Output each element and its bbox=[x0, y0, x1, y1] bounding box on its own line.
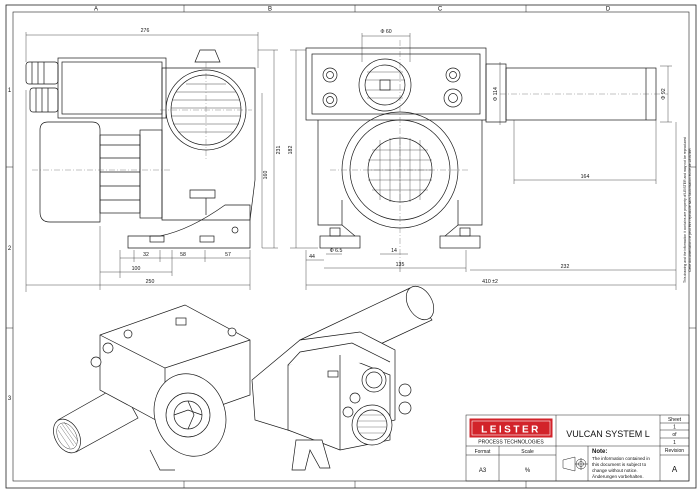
copyright-note-1: This drawing and the information it cont… bbox=[683, 137, 687, 283]
dim-dia-6-5: Φ 6.5 bbox=[330, 248, 343, 254]
side-view bbox=[25, 49, 256, 249]
front-dim-lines bbox=[290, 33, 677, 290]
dim-135: 135 bbox=[396, 262, 405, 268]
dim-160: 160 bbox=[263, 171, 269, 180]
dim-14: 14 bbox=[391, 248, 397, 254]
note-line-2: this document is subject to bbox=[592, 462, 647, 467]
dim-410: 410 ±2 bbox=[482, 279, 498, 285]
dim-182: 182 bbox=[288, 146, 294, 155]
dim-44: 44 bbox=[309, 254, 315, 260]
outer-frame bbox=[5, 4, 697, 489]
scale-label: Scale bbox=[521, 449, 534, 455]
dim-276: 276 bbox=[141, 28, 150, 34]
of-label: of bbox=[672, 432, 677, 438]
note-label: Note: bbox=[592, 449, 607, 455]
isometric-view-left bbox=[53, 304, 251, 471]
format-label: Format bbox=[475, 449, 491, 455]
dim-231: 231 bbox=[276, 146, 282, 155]
sheet-label: Sheet bbox=[668, 417, 682, 423]
dim-dia-92: Φ 92 bbox=[661, 88, 667, 99]
brand-logo-text: LEISTER bbox=[481, 425, 541, 436]
dim-dia-60: Φ 60 bbox=[380, 29, 391, 35]
zone-row-3: 3 bbox=[8, 396, 12, 402]
front-view bbox=[305, 47, 657, 249]
projection-symbol-icon bbox=[562, 456, 588, 472]
inner-frame bbox=[12, 11, 690, 482]
format-value: A3 bbox=[479, 468, 487, 474]
zone-col-d: D bbox=[606, 7, 611, 13]
side-centerlines bbox=[32, 62, 252, 171]
dim-58: 58 bbox=[180, 252, 186, 258]
zone-row-1: 1 bbox=[8, 88, 12, 94]
dim-164: 164 bbox=[581, 174, 590, 180]
note-line-4: Änderungen vorbehalten. bbox=[592, 473, 644, 479]
brand-logo-inner bbox=[471, 420, 551, 436]
sheet-number: 1 bbox=[673, 425, 676, 431]
copyright-note-2: Cette documentation ne peut être reprodu… bbox=[688, 148, 692, 272]
zone-row-2: 2 bbox=[8, 246, 12, 252]
isometric-view-right bbox=[251, 285, 435, 471]
zone-col-b: B bbox=[268, 7, 272, 13]
dim-32: 32 bbox=[143, 252, 149, 258]
scale-value: % bbox=[525, 468, 531, 474]
front-centerlines bbox=[330, 40, 668, 262]
side-dim-lines bbox=[25, 32, 278, 292]
title-block bbox=[465, 414, 690, 482]
dim-100: 100 bbox=[132, 266, 141, 272]
sheet-total: 1 bbox=[673, 440, 676, 446]
dim-57: 57 bbox=[225, 252, 231, 258]
revision-label: Revision bbox=[665, 448, 684, 454]
dim-250: 250 bbox=[146, 279, 155, 285]
dim-232: 232 bbox=[561, 264, 570, 270]
brand-subtitle: PROCESS TECHNOLOGIES bbox=[478, 440, 544, 446]
note-line-3: change without notice. bbox=[592, 468, 638, 473]
zone-col-c: C bbox=[438, 7, 443, 13]
zone-col-a: A bbox=[94, 7, 98, 13]
dim-dia-114: Φ 114 bbox=[493, 87, 499, 101]
brand-logo-box bbox=[469, 418, 553, 438]
note-line-1: The information contained in bbox=[592, 456, 650, 461]
revision-value: A bbox=[672, 465, 678, 474]
product-title: VULCAN SYSTEM L bbox=[566, 429, 650, 439]
zone-markers bbox=[6, 5, 696, 488]
